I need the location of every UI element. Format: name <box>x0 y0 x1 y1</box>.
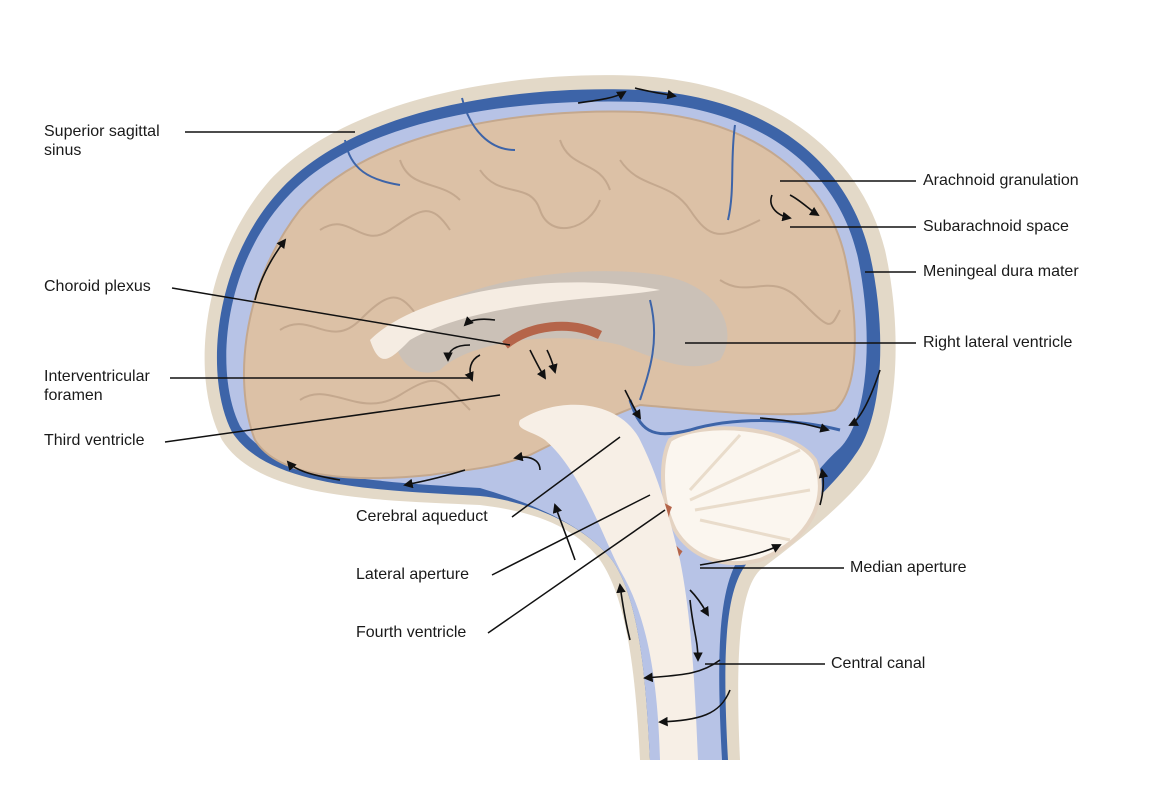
label-central-canal: Central canal <box>831 655 926 672</box>
label-line-2: sinus <box>44 142 82 159</box>
leader-lines <box>164 131 916 665</box>
cerebellum <box>661 426 822 566</box>
label-interventricular-foramen: Interventricular foramen <box>44 367 150 405</box>
label-lateral-aperture: Lateral aperture <box>356 566 469 583</box>
label-line-1: Interventricular <box>44 368 150 385</box>
label-fourth-ventricle: Fourth ventricle <box>356 624 467 641</box>
label-subarachnoid-space: Subarachnoid space <box>923 218 1069 235</box>
label-line-1: Superior sagittal <box>44 123 160 140</box>
label-arachnoid-granulation: Arachnoid granulation <box>923 172 1079 189</box>
label-superior-sagittal-sinus: Superior sagittal sinus <box>44 122 160 160</box>
label-meningeal-dura-mater: Meningeal dura mater <box>923 263 1079 280</box>
label-right-lateral-ventricle: Right lateral ventricle <box>923 334 1073 351</box>
choroid-plexus <box>502 321 603 349</box>
label-choroid-plexus: Choroid plexus <box>44 278 151 295</box>
brainstem-spinal-cord <box>519 404 698 760</box>
label-third-ventricle: Third ventricle <box>44 432 145 449</box>
csf-flow-arrows <box>254 87 881 727</box>
label-line-2: foramen <box>44 387 103 404</box>
label-median-aperture: Median aperture <box>850 559 967 576</box>
label-cerebral-aqueduct: Cerebral aqueduct <box>356 508 488 525</box>
